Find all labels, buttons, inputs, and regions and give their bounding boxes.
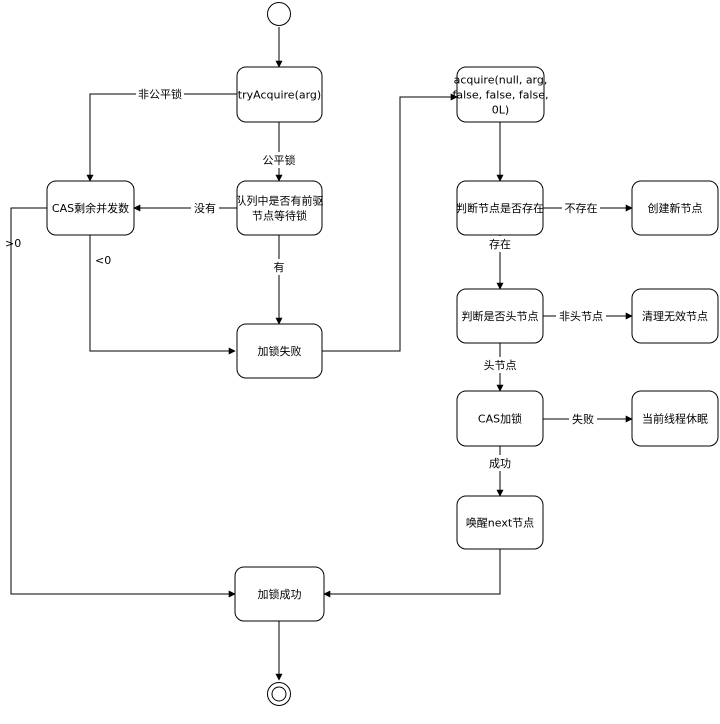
svg-text:有: 有 bbox=[274, 260, 285, 274]
svg-text:失败: 失败 bbox=[572, 412, 594, 426]
node-label-node-exists-line-0: 判断节点是否存在 bbox=[456, 201, 544, 215]
node-label-lock-fail-line-0: 加锁失败 bbox=[258, 344, 302, 358]
edge-cas-remaining-to-lock-success bbox=[10, 207, 236, 598]
node-create-node: 创建新节点 bbox=[631, 180, 719, 236]
node-is-head: 判断是否头节点 bbox=[456, 288, 544, 344]
edge-label-has: 有 bbox=[270, 259, 288, 275]
node-label-acquire-call-line-2: 0L) bbox=[492, 104, 509, 117]
svg-text:公平锁: 公平锁 bbox=[263, 153, 296, 167]
svg-text:头节点: 头节点 bbox=[484, 359, 517, 372]
start-node bbox=[267, 2, 291, 26]
svg-text:存在: 存在 bbox=[489, 237, 511, 251]
edge-label-head: 头节点 bbox=[481, 357, 519, 373]
node-label-is-head-line-0: 判断是否头节点 bbox=[462, 309, 539, 323]
svg-text:成功: 成功 bbox=[489, 457, 511, 470]
node-label-clean-invalid-line-0: 清理无效节点 bbox=[642, 309, 708, 323]
nodes: tryAcquire(arg) CAS剩余并发数 队列中是否有前驱节点等待锁加锁失败… bbox=[46, 66, 719, 622]
edge-label-fail: 失败 bbox=[569, 411, 597, 427]
node-clean-invalid: 清理无效节点 bbox=[631, 288, 719, 344]
edge-label-gt0: >0 bbox=[5, 237, 21, 250]
node-label-acquire-call-line-0: acquire(null, arg, bbox=[454, 74, 548, 87]
node-label-cas-lock-line-0: CAS加锁 bbox=[478, 412, 522, 426]
node-thread-sleep: 当前线程休眠 bbox=[631, 390, 719, 447]
node-cas-remaining: CAS剩余并发数 bbox=[46, 180, 135, 236]
node-label-try-acquire-line-0: tryAcquire(arg) bbox=[238, 89, 321, 102]
edge-label-unfair: 非公平锁 bbox=[136, 86, 184, 102]
edge-label-success: 成功 bbox=[486, 455, 514, 471]
edge-cas-remaining-to-lock-fail bbox=[89, 235, 236, 355]
node-label-thread-sleep-line-0: 当前线程休眠 bbox=[642, 412, 708, 426]
node-cas-lock: CAS加锁 bbox=[456, 390, 544, 447]
svg-text:非公平锁: 非公平锁 bbox=[138, 87, 182, 101]
edge-label-fair: 公平锁 bbox=[258, 152, 300, 168]
svg-text:<0: <0 bbox=[95, 254, 111, 267]
node-node-exists: 判断节点是否存在 bbox=[456, 180, 544, 236]
node-lock-fail: 加锁失败 bbox=[236, 323, 323, 379]
edge-wake-next-to-lock-success bbox=[323, 549, 501, 598]
edge-label-exist: 存在 bbox=[486, 236, 514, 252]
svg-text:>0: >0 bbox=[5, 237, 21, 250]
node-label-create-node-line-0: 创建新节点 bbox=[648, 201, 703, 215]
edge-label-lt0: <0 bbox=[95, 254, 111, 267]
svg-text:没有: 没有 bbox=[194, 201, 216, 215]
node-label-queue-check-line-0: 队列中是否有前驱 bbox=[236, 194, 324, 208]
edge-label-none: 没有 bbox=[191, 200, 219, 216]
node-wake-next: 唤醒next节点 bbox=[456, 495, 544, 550]
node-lock-success: 加锁成功 bbox=[234, 566, 325, 622]
node-label-lock-success-line-0: 加锁成功 bbox=[258, 587, 302, 601]
node-label-acquire-call-line-1: false, false, false, bbox=[453, 89, 549, 102]
node-acquire-call: acquire(null, arg, false, false, false, 0L… bbox=[453, 66, 549, 123]
edge-labels: 非公平锁 公平锁 没有 有 <0 >0 不存在 存在 非头节 bbox=[5, 86, 606, 471]
node-try-acquire: tryAcquire(arg) bbox=[236, 66, 323, 123]
edge-lock-fail-to-acquire bbox=[322, 93, 458, 352]
end-node bbox=[267, 682, 291, 706]
node-label-queue-check-line-1: 节点等待锁 bbox=[252, 209, 307, 223]
svg-text:不存在: 不存在 bbox=[565, 201, 598, 215]
edge-tryacquire-to-cas-remaining bbox=[86, 93, 237, 182]
edge-label-not-head: 非头节点 bbox=[556, 308, 606, 324]
node-label-cas-remaining-line-0: CAS剩余并发数 bbox=[52, 201, 129, 215]
node-label-wake-next-line-0: 唤醒next节点 bbox=[466, 516, 534, 530]
edge-label-not-exist: 不存在 bbox=[562, 200, 600, 216]
svg-text:非头节点: 非头节点 bbox=[559, 310, 603, 323]
